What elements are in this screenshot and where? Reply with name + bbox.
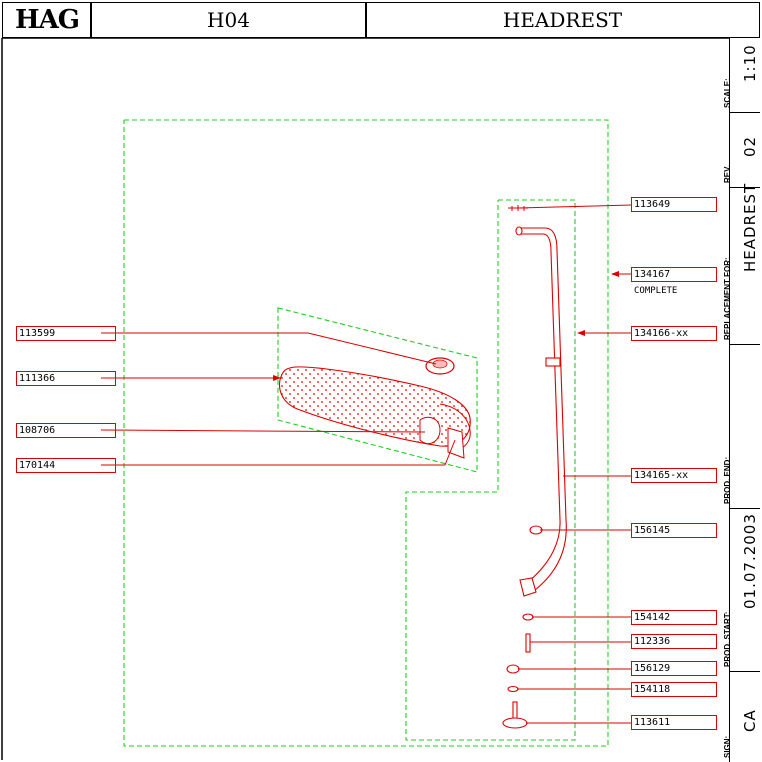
cap-part <box>425 357 455 375</box>
callout-113611: 113611 <box>631 715 717 730</box>
callout-134165: 134165-xx <box>631 468 717 483</box>
complete-note: COMPLETE <box>634 286 678 296</box>
headrest-tube <box>508 205 567 597</box>
sign-cell: SIGN: CA <box>723 672 760 762</box>
replacement-cell: REPLACEMENT FOR: HEADREST <box>723 183 760 345</box>
callout-112336: 112336 <box>631 634 717 649</box>
callout-108706: 108706 <box>16 423 116 438</box>
callout-113649: 113649 <box>631 197 717 212</box>
callout-154142: 154142 <box>631 610 717 625</box>
callout-156129: 156129 <box>631 661 717 676</box>
rev-cell: REV. 02 <box>723 113 760 188</box>
callout-154118: 154118 <box>631 682 717 697</box>
scale-cell: SCALE: 1:10 <box>723 38 760 113</box>
group-outline-complete <box>123 119 609 747</box>
callout-170144: 170144 <box>16 458 116 473</box>
drawing-title: HEADREST <box>502 8 623 32</box>
callout-134166: 134166-xx <box>631 326 717 341</box>
callout-156145: 156145 <box>631 523 717 538</box>
callout-111366: 111366 <box>16 371 116 386</box>
drawing-code: H04 <box>207 8 250 32</box>
leader-lines <box>100 204 633 724</box>
callout-113599: 113599 <box>16 326 116 341</box>
group-outline-cushion <box>277 307 478 473</box>
hag-logo: HAG <box>15 5 80 35</box>
prod-end-cell: PROD. END: <box>723 345 760 509</box>
callout-134167: 134167 <box>631 267 717 282</box>
small-parts <box>502 525 543 729</box>
prod-start-cell: PROD. START: 01.07.2003 <box>723 509 760 672</box>
group-outline-bracket <box>405 199 576 741</box>
headrest-cushion <box>278 366 471 459</box>
